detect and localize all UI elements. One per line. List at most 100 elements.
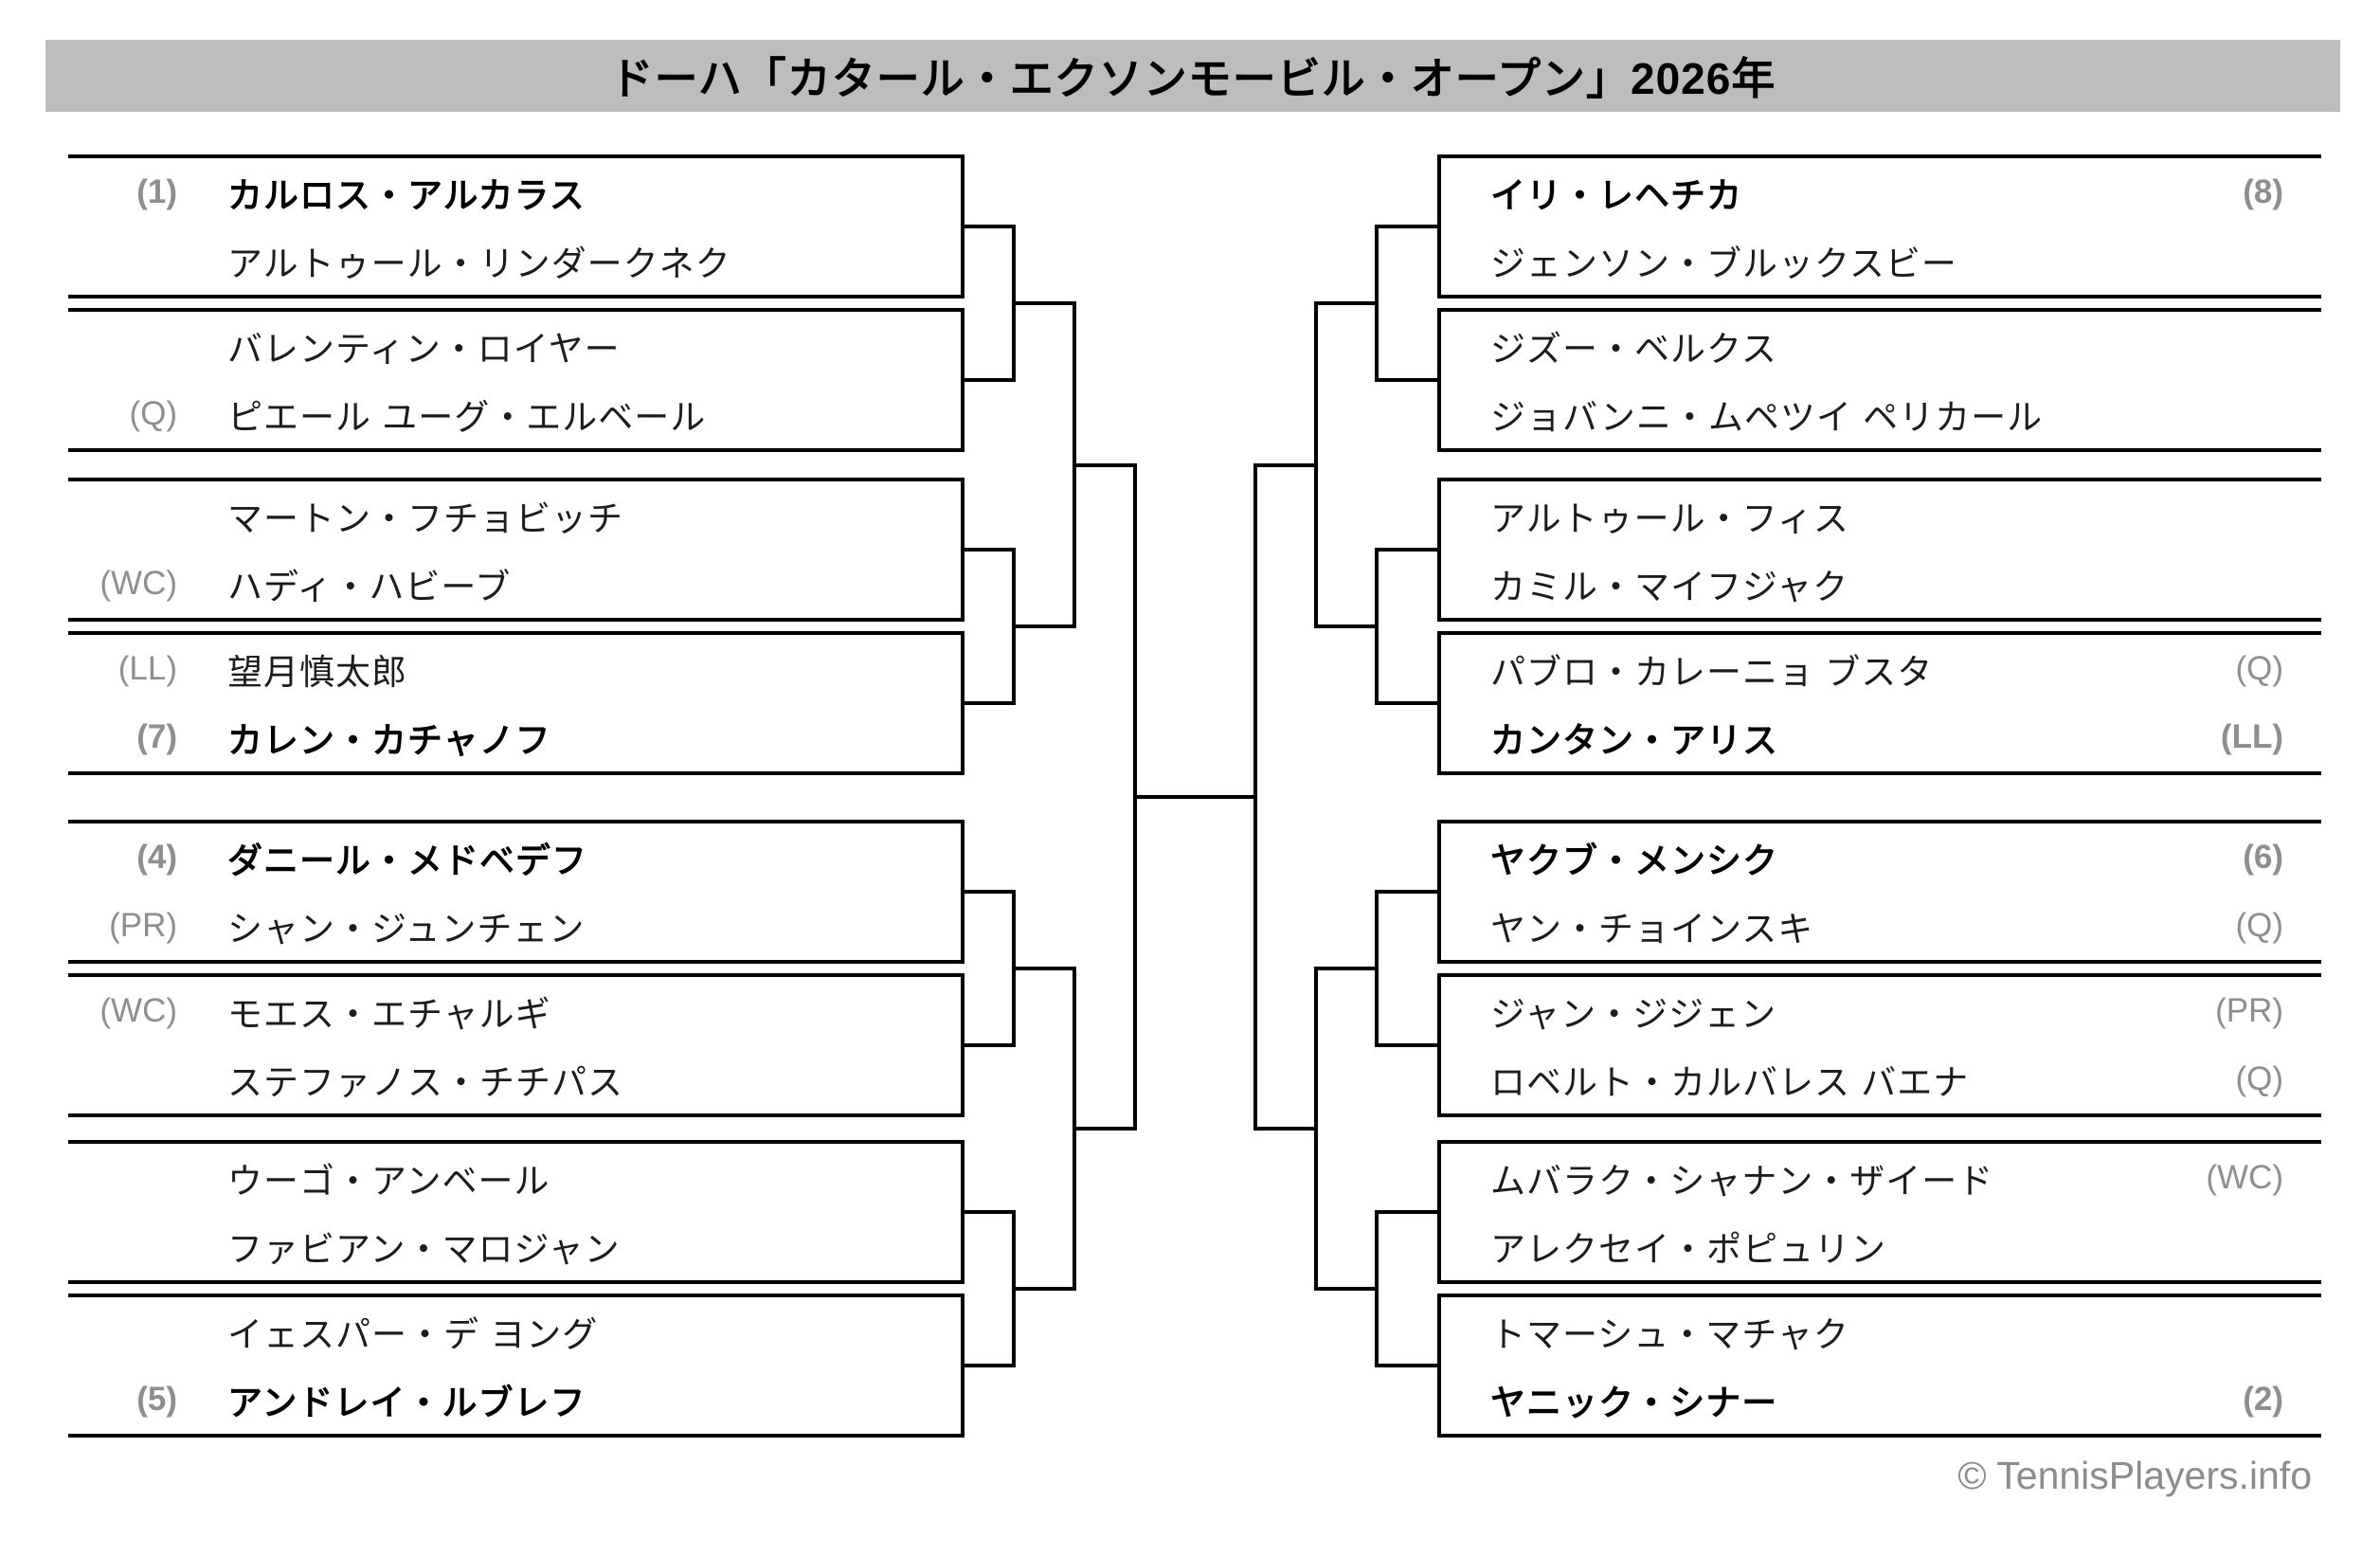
player-row: (5)アンドレイ・ルブレフ <box>68 1366 961 1434</box>
player-name: ハディ・ハビーブ <box>227 568 512 606</box>
bracket-line <box>1314 301 1318 628</box>
seed-label: (1) <box>136 173 177 210</box>
player-name: ジョバンニ・ムペツイ ペリカール <box>1490 398 2044 437</box>
player-name: ヤクブ・メンシク <box>1490 841 1778 880</box>
player-name: カレン・カチャノフ <box>227 721 551 760</box>
match-box: ジズー・ベルクスジョバンニ・ムペツイ ペリカール <box>1437 308 2321 452</box>
match-box: アルトゥール・フィスカミル・マイフジャク <box>1437 478 2321 622</box>
player-row: ジズー・ベルクス <box>1441 312 2321 380</box>
player-row: アルトゥール・リンダークネク <box>68 226 961 295</box>
player-row: ステファノス・チチパス <box>68 1045 961 1113</box>
player-row: (4)ダニール・メドベデフ <box>68 823 961 892</box>
player-name: カルロス・アルカラス <box>227 176 586 215</box>
seed-label: (2) <box>2243 1381 2283 1418</box>
match-box: (4)ダニール・メドベデフ(PR)シャン・ジュンチェン <box>68 820 965 964</box>
bracket-line <box>1255 462 1316 467</box>
bracket-line <box>965 890 1014 894</box>
player-row: ジョバンニ・ムペツイ ペリカール <box>1441 380 2321 448</box>
player-name: トマーシュ・マチャク <box>1490 1315 1849 1354</box>
player-row: (WC)ムバラク・シャナン・ザイード <box>1441 1144 2321 1212</box>
player-row: アルトゥール・フィス <box>1441 481 2321 550</box>
player-row: (WC)モエス・エチャルギ <box>68 977 961 1045</box>
bracket-line <box>1074 462 1135 467</box>
bracket-line <box>1377 548 1437 552</box>
bracket-line <box>1375 548 1379 705</box>
bracket-line <box>1316 967 1377 970</box>
player-name: ジャン・ジジェン <box>1490 995 1777 1034</box>
player-name: バレンティン・ロイヤー <box>227 330 621 369</box>
match-box: (8)イリ・レヘチカジェンソン・ブルックスビー <box>1437 154 2321 299</box>
player-name: アルトゥール・リンダークネク <box>227 244 731 283</box>
match-box: トマーシュ・マチャク (2) ヤニック・シナー <box>1437 1294 2321 1438</box>
bracket-line <box>965 378 1014 382</box>
player-row: イェスパー・デ ヨング <box>68 1297 961 1366</box>
bracket-line <box>965 1210 1014 1214</box>
seed-label: (WC) <box>99 565 177 602</box>
bracket-line <box>965 548 1014 552</box>
player-name: ジェンソン・ブルックスビー <box>1490 244 1957 283</box>
player-row: (LL)望月慎太郎 <box>68 635 961 703</box>
seed-label: (4) <box>136 839 177 876</box>
player-name: ロベルト・カルバレス バエナ <box>1490 1063 1970 1102</box>
match-box: (WC)モエス・エチャルギステファノス・チチパス <box>68 973 965 1117</box>
bracket-line <box>1377 225 1437 228</box>
player-row: ウーゴ・アンベール <box>68 1144 961 1212</box>
player-name: ピエール ユーグ・エルベール <box>227 398 707 437</box>
player-name: ステファノス・チチパス <box>227 1063 623 1102</box>
player-row: (6) ヤクブ・メンシク <box>1441 823 2321 892</box>
player-row: バレンティン・ロイヤー <box>68 312 961 380</box>
seed-label: (WC) <box>99 992 177 1029</box>
match-box: (1) カルロス・アルカラスアルトゥール・リンダークネク <box>68 154 965 299</box>
seed-label: (6) <box>2243 839 2283 876</box>
player-name: 望月慎太郎 <box>227 653 407 692</box>
player-name: パブロ・カレーニョ ブスタ <box>1490 653 1934 692</box>
bracket-line <box>1377 1210 1437 1214</box>
match-box: (WC)ムバラク・シャナン・ザイードアレクセイ・ポピュリン <box>1437 1140 2321 1284</box>
bracket-line <box>965 1364 1014 1367</box>
bracket-line <box>1014 301 1074 305</box>
player-row: (WC) ハディ・ハビーブ <box>68 550 961 618</box>
bracket-line <box>1377 890 1437 894</box>
match-box: バレンティン・ロイヤー (Q) ピエール ユーグ・エルベール <box>68 308 965 452</box>
bracket-line <box>1377 701 1437 705</box>
player-name: アンドレイ・ルブレフ <box>227 1384 586 1422</box>
title-band: ドーハ「カタール・エクソンモービル・オープン」2026年 <box>45 40 2340 112</box>
bracket-line <box>1316 624 1377 628</box>
match-box: イェスパー・デ ヨング (5)アンドレイ・ルブレフ <box>68 1294 965 1438</box>
bracket-line <box>1074 1127 1135 1131</box>
player-row: (Q) パブロ・カレーニョ ブスタ <box>1441 635 2321 703</box>
player-row: (PR)シャン・ジュンチェン <box>68 892 961 960</box>
player-name: ウーゴ・アンベール <box>227 1162 550 1201</box>
player-row: アレクセイ・ポピュリン <box>1441 1212 2321 1280</box>
player-row: (Q)ヤン・チョインスキ <box>1441 892 2321 960</box>
tournament-title: ドーハ「カタール・エクソンモービル・オープン」2026年 <box>609 54 1776 103</box>
match-box: ウーゴ・アンベールファビアン・マロジャン <box>68 1140 965 1284</box>
seed-label: (Q) <box>129 395 177 432</box>
match-box: (PR)ジャン・ジジェン(Q)ロベルト・カルバレス バエナ <box>1437 973 2321 1117</box>
player-name: シャン・ジュンチェン <box>227 910 586 949</box>
player-name: カミル・マイフジャク <box>1490 568 1849 606</box>
player-row: (LL)カンタン・アリス <box>1441 703 2321 771</box>
seed-label: (Q) <box>2235 650 2283 687</box>
bracket-line <box>1255 1127 1316 1131</box>
bracket-line <box>1135 794 1255 799</box>
bracket-line <box>1377 378 1437 382</box>
bracket-line <box>965 1043 1014 1047</box>
bracket-line <box>1314 967 1318 1291</box>
player-row: トマーシュ・マチャク <box>1441 1297 2321 1366</box>
seed-label: (PR) <box>2215 992 2283 1029</box>
player-name: ヤニック・シナー <box>1490 1384 1778 1422</box>
bracket-line <box>1377 1364 1437 1367</box>
player-name: イェスパー・デ ヨング <box>227 1315 599 1354</box>
player-row: (Q) ピエール ユーグ・エルベール <box>68 380 961 448</box>
bracket-line <box>1375 1210 1379 1367</box>
player-name: ファビアン・マロジャン <box>227 1230 621 1269</box>
match-box: マートン・フチョビッチ(WC)ハディ・ハビーブ <box>68 478 965 622</box>
player-name: アレクセイ・ポピュリン <box>1490 1230 1886 1269</box>
seed-label: (LL) <box>2220 718 2283 755</box>
bracket-line <box>1253 462 1257 1131</box>
player-row: (2) ヤニック・シナー <box>1441 1366 2321 1434</box>
match-box: (LL)望月慎太郎(7)カレン・カチャノフ <box>68 631 965 775</box>
seed-label: (8) <box>2243 173 2283 210</box>
